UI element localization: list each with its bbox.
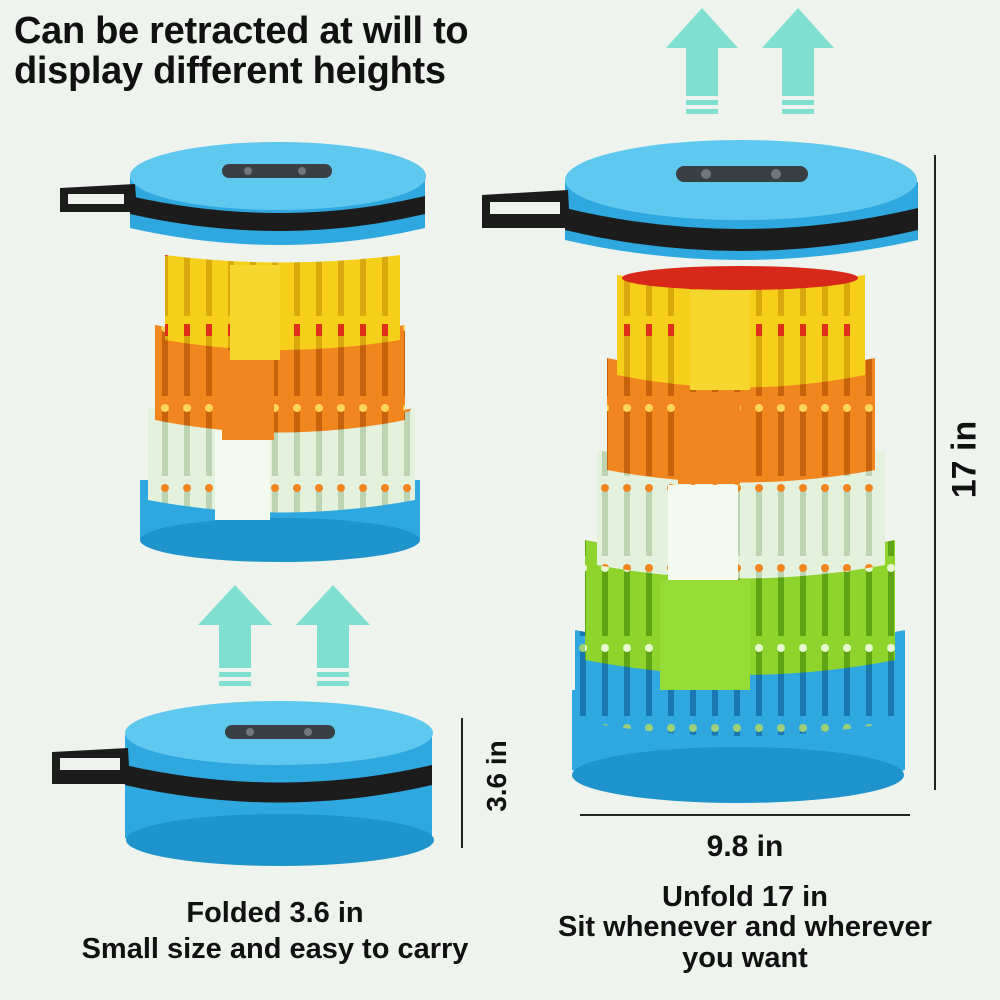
headline: Can be retracted at will to display diff… xyxy=(14,10,534,92)
unfolded-line-2: Sit whenever and wherever xyxy=(558,911,932,944)
folded-title: Folded 3.6 in xyxy=(186,897,364,929)
up-arrow-icon xyxy=(198,585,272,686)
headline-line-1: Can be retracted at will to xyxy=(14,10,469,52)
unfolded-line-3: you want xyxy=(682,941,808,974)
folded-subtitle: Small size and easy to carry xyxy=(81,933,469,966)
diameter-label: 9.8 in xyxy=(706,830,784,863)
unfolded-title: Unfold 17 in xyxy=(662,881,828,913)
up-arrow-icon xyxy=(762,8,834,114)
stool-unfolded xyxy=(482,140,918,803)
up-arrow-icon xyxy=(666,8,738,114)
folded-caption: Folded 3.6 in Small size and easy to car… xyxy=(40,898,510,971)
stool-partially-extended xyxy=(60,142,426,562)
headline-line-2: display different heights xyxy=(14,49,446,92)
stool-folded xyxy=(52,701,434,866)
unfolded-caption: Unfold 17 in Sit whenever and wherever y… xyxy=(520,881,970,974)
folded-height-label: 3.6 in xyxy=(481,740,512,812)
up-arrow-icon xyxy=(296,585,370,686)
dimension-line-icon xyxy=(461,155,936,848)
unfolded-height-label: 17 in xyxy=(945,420,984,499)
